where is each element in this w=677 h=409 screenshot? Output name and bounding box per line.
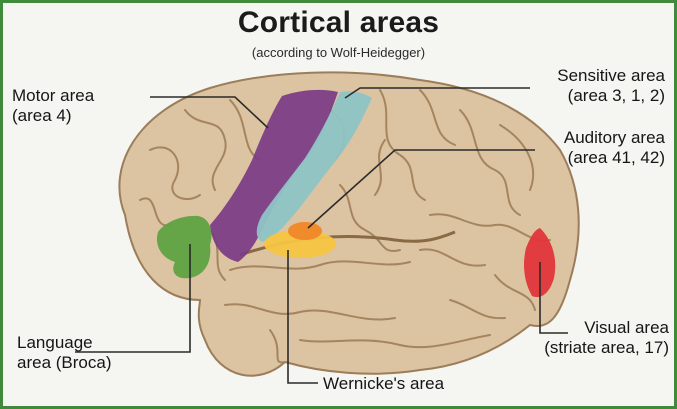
- language-area-label-line2: area (Broca): [17, 353, 111, 373]
- auditory-area-label-line1: Auditory area: [564, 128, 665, 148]
- language-area-label: Language area (Broca): [17, 333, 111, 373]
- auditory-area-region: [288, 222, 322, 240]
- visual-area-label: Visual area (striate area, 17): [544, 318, 669, 358]
- auditory-area-label-line2: (area 41, 42): [564, 148, 665, 168]
- sensitive-area-label-line2: (area 3, 1, 2): [557, 86, 665, 106]
- motor-area-label: Motor area (area 4): [12, 86, 94, 126]
- wernicke-area-label: Wernicke's area: [323, 374, 444, 394]
- sensitive-area-label: Sensitive area (area 3, 1, 2): [557, 66, 665, 106]
- language-area-label-line1: Language: [17, 333, 111, 353]
- motor-area-label-line1: Motor area: [12, 86, 94, 106]
- visual-area-label-line2: (striate area, 17): [544, 338, 669, 358]
- auditory-area-label: Auditory area (area 41, 42): [564, 128, 665, 168]
- sensitive-area-label-line1: Sensitive area: [557, 66, 665, 86]
- wernicke-area-label-line1: Wernicke's area: [323, 374, 444, 394]
- motor-area-label-line2: (area 4): [12, 106, 94, 126]
- visual-area-label-line1: Visual area: [544, 318, 669, 338]
